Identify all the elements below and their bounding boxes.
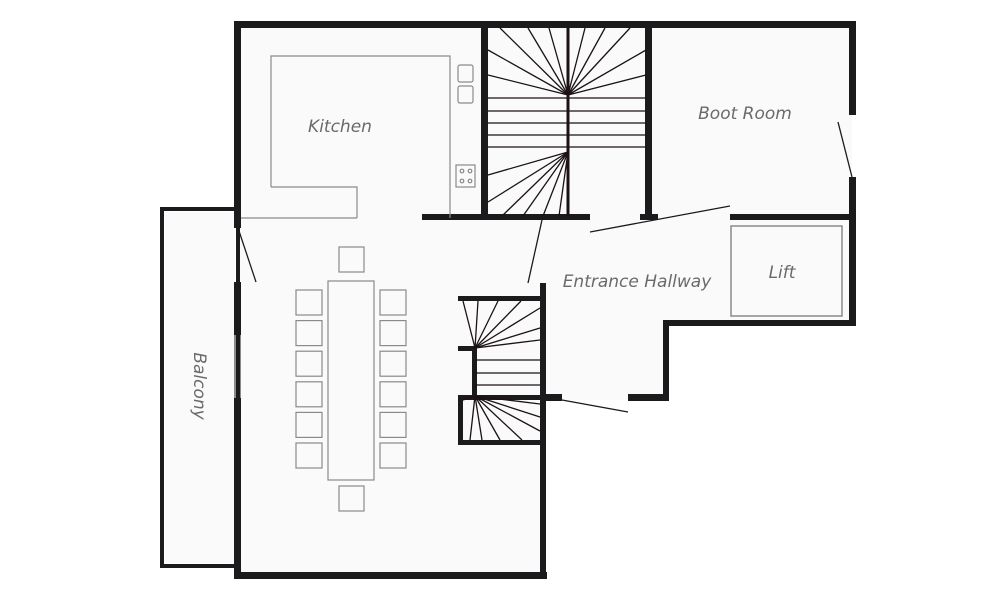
boot-room-door	[589, 205, 731, 233]
main-staircase	[487, 27, 647, 217]
dining-chair	[379, 381, 407, 408]
stair-tread	[567, 27, 631, 96]
stair-tread	[501, 151, 569, 217]
dining-chair	[379, 289, 407, 316]
stair-tread	[474, 300, 522, 349]
stair-tread	[567, 27, 606, 96]
stair-tread	[474, 395, 501, 441]
stair-tread	[474, 339, 541, 349]
dining-chair	[295, 381, 323, 408]
stair-tread	[527, 27, 569, 96]
stair-tread	[462, 300, 476, 349]
stair-tread	[462, 395, 476, 401]
stair-tread	[474, 395, 541, 432]
entrance-door	[561, 399, 629, 413]
stair-tread	[474, 300, 499, 349]
window	[234, 335, 241, 398]
sink-icon	[457, 85, 474, 104]
balcony	[160, 207, 240, 568]
dining-chair	[379, 442, 407, 469]
dining-chair	[295, 350, 323, 377]
stair-tread	[487, 151, 569, 203]
stair-tread	[474, 327, 541, 349]
dining-set	[295, 246, 407, 512]
room-label-lift: Lift	[769, 263, 797, 283]
stair-tread	[542, 151, 569, 217]
dining-chair	[379, 350, 407, 377]
boot-room-exterior-door	[837, 121, 853, 178]
lower-staircase	[462, 300, 541, 441]
room-label-entrance-hallway: Entrance Hallway	[563, 272, 713, 292]
dining-chair	[338, 246, 365, 273]
lift-shaft	[730, 225, 843, 317]
dining-chair	[379, 320, 407, 347]
stair-tread	[487, 74, 569, 96]
stair-tread	[487, 49, 569, 96]
stair-tread	[474, 300, 479, 349]
kitchen-counter	[241, 55, 476, 219]
dining-chair	[295, 411, 323, 438]
stair-tread	[548, 27, 569, 96]
room-label-kitchen: Kitchen	[308, 117, 372, 137]
stair-tread	[474, 395, 541, 418]
dining-chair	[295, 289, 323, 316]
dining-chair	[338, 485, 365, 512]
dining-table	[327, 280, 375, 481]
stair-tread	[522, 151, 569, 217]
stair-tread	[474, 307, 541, 349]
dining-chair	[379, 411, 407, 438]
walls	[234, 21, 856, 579]
door-swings	[237, 121, 853, 413]
stair-tread	[474, 395, 523, 441]
stair-tread	[499, 27, 569, 96]
hob-icon	[455, 164, 476, 188]
kitchen-hall-door	[527, 219, 543, 284]
dining-chair	[295, 320, 323, 347]
stair-tread	[474, 395, 483, 441]
room-label-balcony: Balcony	[189, 352, 209, 420]
room-label-boot-room: Boot Room	[698, 104, 792, 124]
stair-tread	[474, 395, 541, 405]
stair-tread	[567, 27, 586, 96]
stair-tread	[469, 395, 476, 441]
sink-icon	[457, 64, 474, 83]
stair-tread	[567, 49, 647, 96]
stair-tread	[487, 151, 569, 176]
balcony-door	[237, 227, 257, 283]
stair-tread	[558, 151, 569, 217]
stair-tread	[567, 74, 647, 96]
dining-chair	[295, 442, 323, 469]
